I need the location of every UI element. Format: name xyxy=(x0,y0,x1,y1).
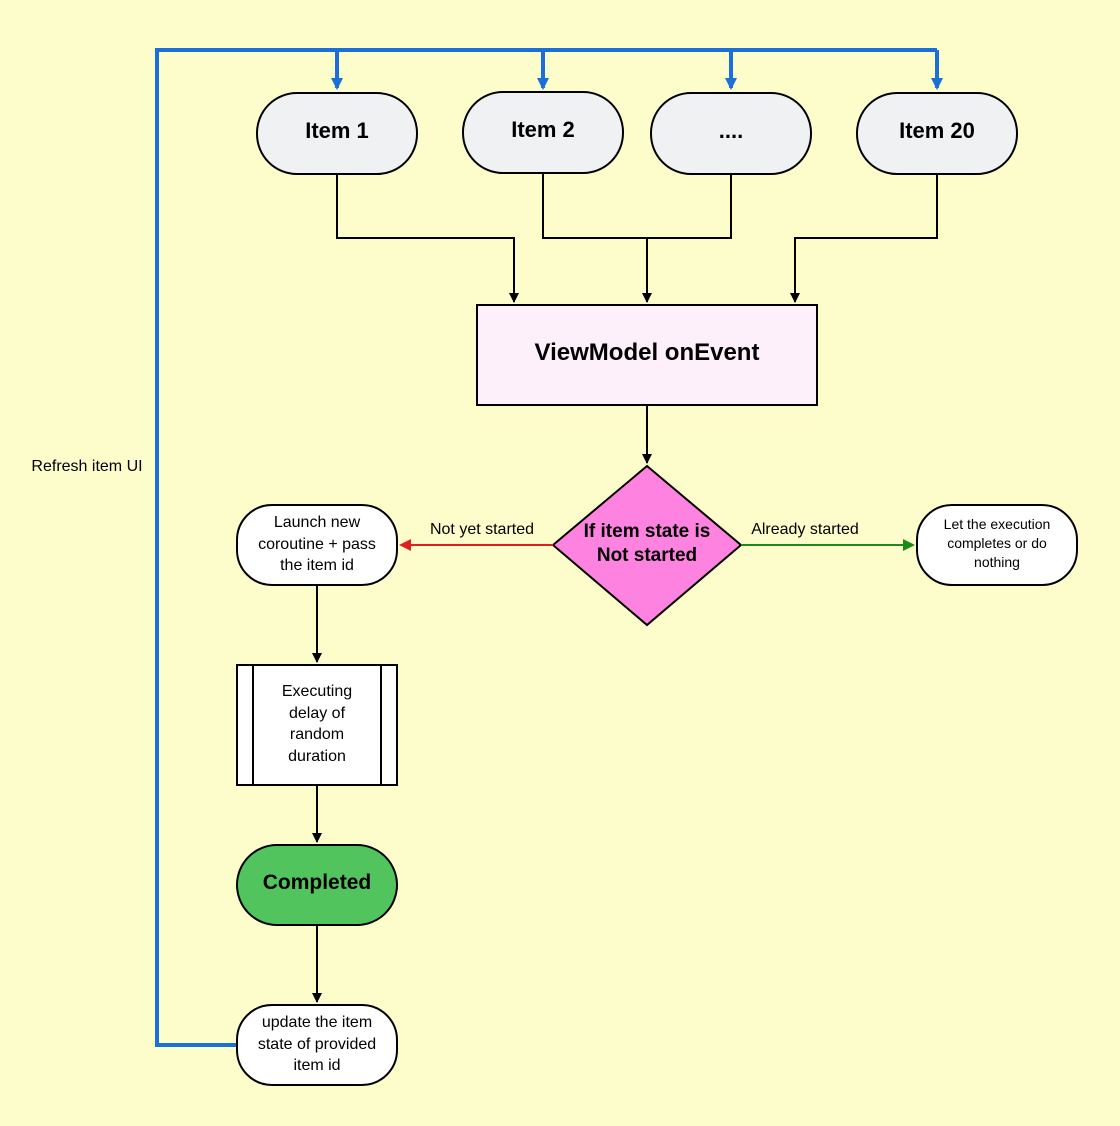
let-exec-line-1: Let the execution xyxy=(944,516,1051,532)
item-node-2-label: Item 2 xyxy=(511,117,575,142)
refresh-feedback-loop xyxy=(155,48,943,1047)
item-connectors xyxy=(336,174,938,303)
item-node-ellipsis: .... xyxy=(650,92,812,175)
executing-line-4: duration xyxy=(288,748,346,765)
item-node-20: Item 20 xyxy=(856,92,1018,175)
viewmodel-node: ViewModel onEvent xyxy=(476,304,818,406)
decision-node: If item state is Not started xyxy=(551,464,743,627)
launch-line-2: coroutine + pass xyxy=(258,536,376,553)
item-node-20-label: Item 20 xyxy=(899,118,975,143)
update-line-1: update the item xyxy=(262,1014,372,1031)
decision-line-2: Not started xyxy=(597,545,697,566)
let-exec-line-2: completes or do xyxy=(947,535,1047,551)
item-node-ellipsis-label: .... xyxy=(719,118,743,143)
decision-line-1: If item state is xyxy=(584,521,711,542)
completed-node: Completed xyxy=(236,844,398,926)
executing-line-3: random xyxy=(290,726,344,743)
launch-line-1: Launch new xyxy=(274,514,361,531)
already-started-label: Already started xyxy=(751,521,859,538)
executing-line-1: Executing xyxy=(282,683,352,700)
executing-line-2: delay of xyxy=(289,705,346,722)
connector-item-2-ellipsis xyxy=(542,174,732,239)
completed-label: Completed xyxy=(263,871,372,894)
item-node-1-label: Item 1 xyxy=(305,118,369,143)
update-line-2: state of provided xyxy=(258,1036,376,1053)
refresh-loop-line xyxy=(155,48,937,1047)
not-started-label: Not yet started xyxy=(430,521,534,538)
item-node-1: Item 1 xyxy=(256,92,418,175)
let-execution-node: Let the execution completes or do nothin… xyxy=(916,504,1078,586)
item-node-2: Item 2 xyxy=(462,91,624,174)
launch-line-3: the item id xyxy=(280,557,354,574)
update-line-3: item id xyxy=(293,1057,340,1074)
refresh-label: Refresh item UI xyxy=(31,458,142,475)
executing-node: Executing delay of random duration xyxy=(236,664,398,786)
update-state-node: update the item state of provided item i… xyxy=(236,1004,398,1086)
connector-item-1 xyxy=(336,174,519,303)
viewmodel-label: ViewModel onEvent xyxy=(535,339,760,366)
connector-item-20 xyxy=(790,174,938,303)
launch-coroutine-node: Launch new coroutine + pass the item id xyxy=(236,504,398,586)
let-exec-line-3: nothing xyxy=(974,554,1020,570)
